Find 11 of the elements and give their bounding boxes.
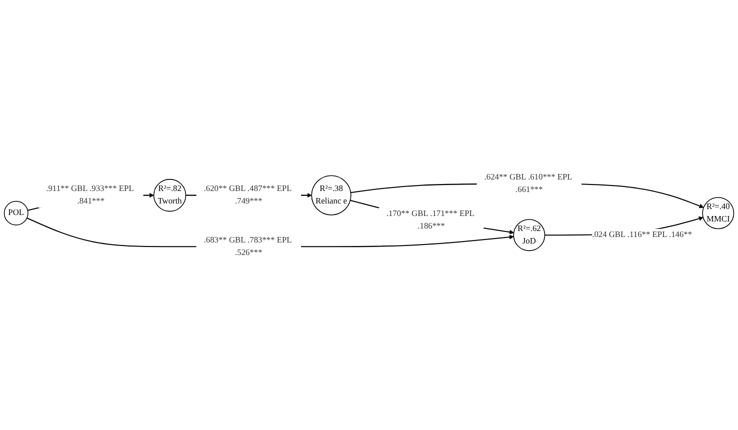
edge-label: .911** GBL .933*** EPL .841*** [46, 184, 134, 206]
node-circle: POL [4, 200, 28, 226]
edge-label: .170** GBL .171*** EPL .186*** [386, 208, 474, 230]
node-circle: R²=.40 MMCI [702, 196, 734, 229]
edge-label: .624** GBL .610*** EPL .661*** [484, 172, 572, 194]
edge-label: .024 GBL .116** EPL .146** [592, 230, 692, 240]
node-circle: R²=.62 JoD [513, 218, 546, 251]
edge-label: .683** GBL .783*** EPL .526*** [204, 235, 292, 257]
node-circle: R²=.38 Relianc e [311, 175, 352, 216]
node-circle: R²=.82 Tworth [153, 178, 186, 212]
edge-label: .620** GBL .487*** EPL .749*** [204, 184, 292, 206]
